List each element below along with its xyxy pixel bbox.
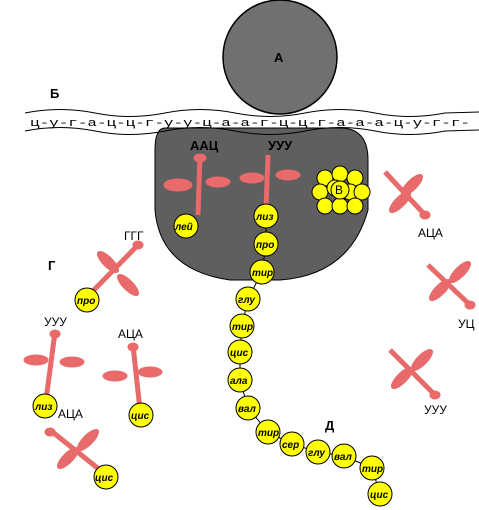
codon-1: ААЦ: [190, 138, 219, 153]
peptide-residue-label: цис: [230, 348, 249, 359]
mrna-sequence: ц-у-г-а-ц-ц-г-у-у-ц-а-а-г-ц-ц-г-а-а-а-ц-…: [30, 118, 470, 130]
trna-2-anticodon: УУУ: [44, 315, 67, 329]
free-trna-7: [389, 347, 440, 399]
trna-3-anticodon: АЦА: [118, 327, 143, 341]
free-trna-3: [103, 343, 162, 410]
peptide-residue-label: глу: [308, 448, 325, 459]
free-trna-2: [24, 330, 84, 400]
trna-4-anticodon: АЦА: [58, 407, 83, 421]
peptide-residue-label: глу: [238, 295, 255, 306]
aa-ribosome-1-label: лей: [174, 222, 193, 233]
codon-2: УУУ: [268, 138, 293, 153]
aa-trna-1-label: про: [77, 296, 95, 307]
peptide-residue-label: вал: [334, 452, 353, 463]
aa-trna-3-label: цис: [131, 411, 150, 422]
peptide-residue-label: ала: [230, 376, 248, 387]
peptide-residue-label: тир: [252, 268, 273, 279]
free-trna-5: [385, 172, 430, 219]
peptide-residue-label: тир: [362, 464, 383, 475]
peptide-residue-label: вал: [238, 404, 257, 415]
trna-5-anticodon: АЦА: [418, 226, 443, 240]
peptide-residue-label: цис: [370, 490, 389, 501]
aa-trna-2-label: лиз: [34, 402, 52, 413]
label-v: В: [335, 183, 343, 197]
free-trna-4: [45, 427, 101, 472]
peptide-residue-label: лиз: [255, 212, 273, 223]
free-trna-6: [427, 259, 475, 309]
peptide-residue-label: тир: [232, 322, 253, 333]
label-d: Д: [325, 418, 335, 433]
aa-trna-4-label: цис: [95, 473, 114, 484]
trna-6-anticodon: УЦ: [458, 317, 475, 331]
label-a: А: [274, 50, 284, 65]
peptide-residue-label: тир: [258, 428, 279, 439]
free-trna-1: [88, 241, 143, 298]
peptide-residue-label: про: [256, 240, 274, 251]
label-g: Г: [48, 258, 56, 273]
label-b: Б: [50, 86, 59, 101]
trna-7-anticodon: УУУ: [424, 403, 447, 417]
trna-1-anticodon: ГГГ: [124, 229, 144, 243]
peptide-residue-label: сер: [282, 440, 299, 451]
